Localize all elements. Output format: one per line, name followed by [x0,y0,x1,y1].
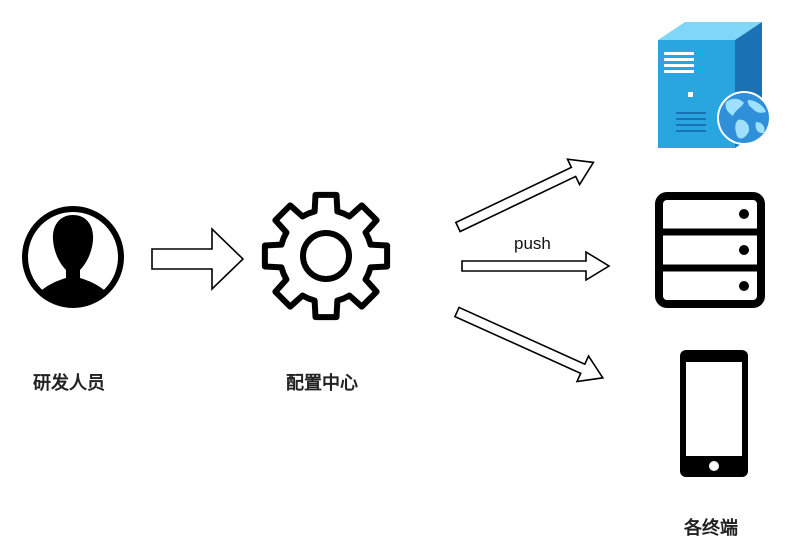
server-rack-icon [655,192,765,308]
arrow-developer-to-config [151,227,245,291]
mobile-phone-icon [680,350,748,477]
terminals-label: 各终端 [684,518,738,539]
arrow-config-to-server-rack [461,250,611,282]
arrow-config-to-web-server [454,158,595,233]
user-avatar-icon [22,206,124,308]
web-server-icon [658,22,771,148]
config-center-label: 配置中心 [286,373,358,394]
gear-icon [261,191,391,321]
developer-label: 研发人员 [33,373,105,394]
arrow-config-to-mobile [453,306,605,383]
push-label: push [514,234,551,253]
